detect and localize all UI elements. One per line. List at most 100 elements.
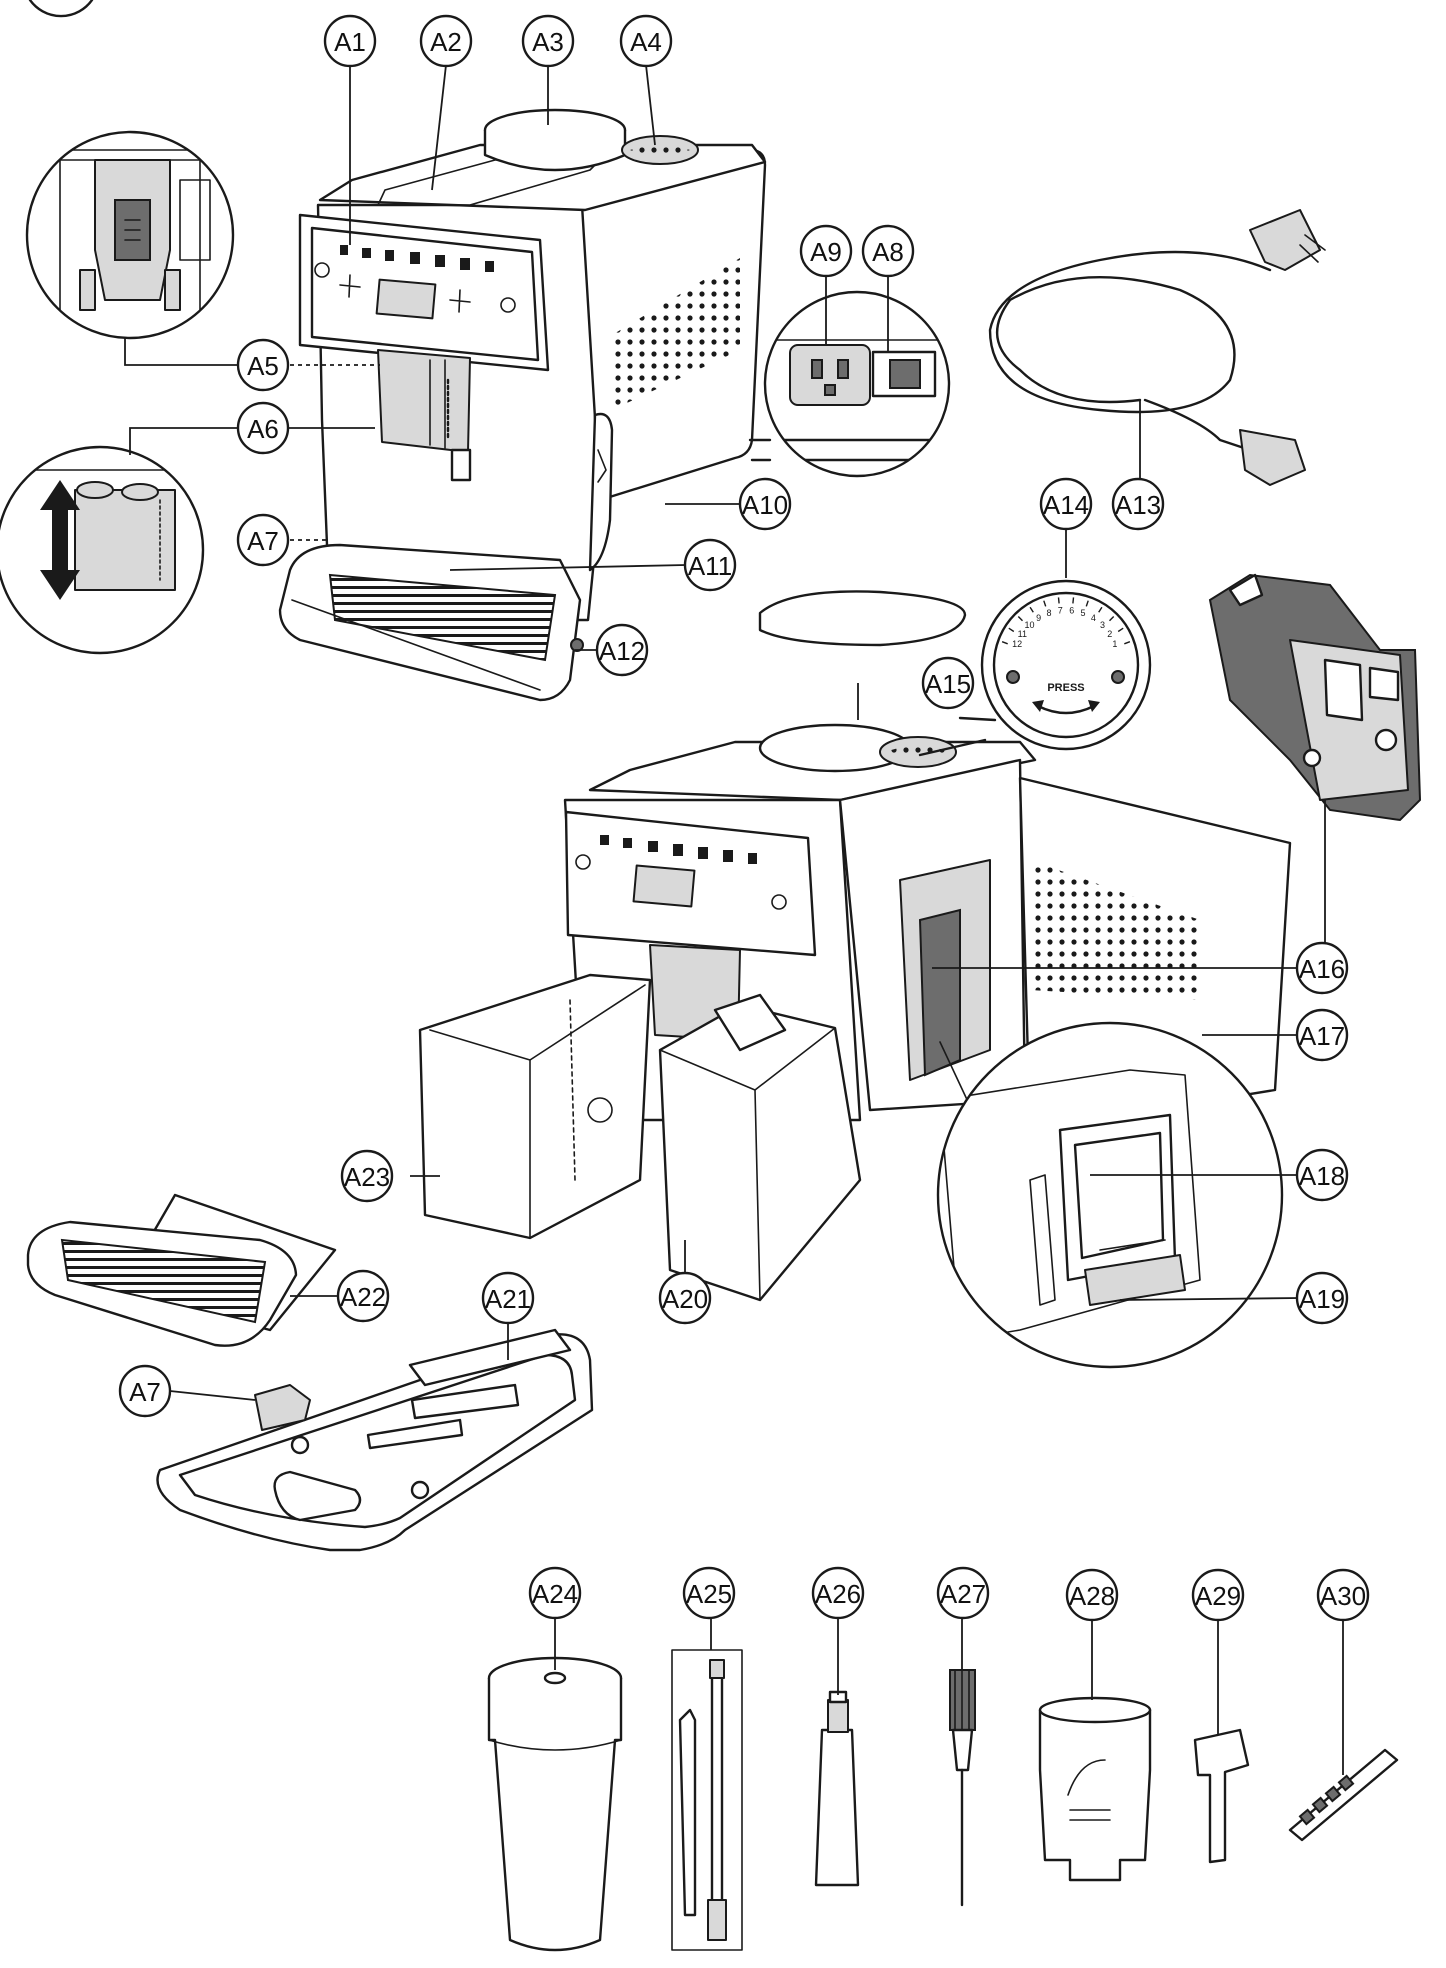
callout-circle [323,14,377,68]
callout-a4: A4 [619,14,673,68]
grinder-scale-tick [1085,600,1089,607]
power-socket-detail [748,265,951,478]
callout-label: A22 [340,1282,386,1312]
grinder-scale-tick [1124,641,1131,645]
callout-a7a: A7 [236,513,290,567]
grinder-scale-tick [1098,606,1103,613]
callout-circle [658,1271,712,1325]
grinder-scale-tick [1072,597,1075,604]
grinder-scale-tick [1029,606,1034,613]
brew-group [1208,573,1422,822]
callout-a21: A21 [481,1271,535,1325]
water-filter [1038,1618,1152,1882]
callout-circle [336,1269,390,1323]
callout-a14: A14 [1039,477,1093,531]
callout-label: A25 [686,1579,732,1609]
water-hardness-test-strip [1288,1618,1399,1842]
callout-circle [528,1566,582,1620]
grinder-scale-number: 5 [1080,608,1085,618]
grinder-scale-number: 9 [1036,613,1041,623]
callout-label: A16 [1299,954,1345,984]
callout-label: A29 [1195,1581,1241,1611]
callout-circle [936,1566,990,1620]
grinder-scale-number: 7 [1058,605,1063,615]
callout-a10: A10 [738,477,792,531]
callout-circle [1111,477,1165,531]
callout-a12: A12 [595,623,649,677]
callout-a29: A29 [1191,1568,1245,1622]
callout-circle [861,224,915,278]
callout-circle [683,538,737,592]
callout-label: A9 [810,237,842,267]
callout-a26: A26 [811,1566,865,1620]
callout-circle [419,14,473,68]
callout-circle [1316,1568,1370,1622]
callout-circle [921,656,975,710]
grinder-scale-number: 12 [1012,639,1022,649]
grinder-scale-number: 10 [1024,620,1034,630]
callout-label: A4 [630,27,662,57]
callout-a23: A23 [340,1149,394,1203]
callout-circle [340,1149,394,1203]
callout-label: A20 [662,1284,708,1314]
callout-circle [1295,941,1349,995]
callout-circle [1295,1148,1349,1202]
callout-label: A19 [1299,1284,1345,1314]
callout-a25: A25 [682,1566,736,1620]
cleaning-brush [949,1614,976,1907]
callout-circle [118,1364,172,1418]
callout-a5: A5 [236,338,290,392]
callout-a2: A2 [419,14,473,68]
callout-label: A7 [129,1377,161,1407]
callout-a24: A24 [528,1566,582,1620]
callout-label: A17 [1299,1021,1345,1051]
callout-circle [811,1566,865,1620]
brew-chamber-detail [936,1021,1301,1369]
power-cord [988,209,1326,486]
callout-label: A10 [742,490,788,520]
grease-tube [814,1614,860,1887]
callout-circle [236,513,290,567]
grinder-scale-number: 3 [1100,620,1105,630]
callout-label: A14 [1043,490,1089,520]
grinder-scale-number: 8 [1046,608,1051,618]
callout-circle [236,338,290,392]
callout-label: A27 [940,1579,986,1609]
callout-label: A1 [334,27,366,57]
callout-circle [619,14,673,68]
page-corner-mark [28,0,94,18]
callout-label: A15 [925,669,971,699]
grinder-scale-number: 2 [1107,629,1112,639]
grinder-scale-number: 1 [1112,639,1117,649]
callout-a13: A13 [1111,477,1165,531]
callout-circle [595,623,649,677]
spout-detail-callout [25,130,380,366]
callout-circle [1295,1008,1349,1062]
drip-tray-cover [26,1193,337,1347]
callout-circle [799,224,853,278]
callout-a7b: A7 [118,1364,172,1418]
coffee-spout-height-detail [0,427,263,655]
callout-label: A21 [485,1284,531,1314]
callout-a27: A27 [936,1566,990,1620]
drip-tray [156,1313,594,1552]
callout-label: A18 [1299,1161,1345,1191]
callout-a9: A9 [799,224,853,278]
callout-label: A2 [430,27,462,57]
grinder-scale-tick [1117,627,1124,633]
callout-label: A28 [1069,1581,1115,1611]
grinder-scale-tick [1008,627,1015,633]
callout-a6: A6 [236,401,290,455]
callout-a20: A20 [658,1271,712,1325]
grinder-scale-tick [1057,597,1060,604]
callout-circle [236,401,290,455]
callout-a15: A15 [921,656,975,710]
press-label: PRESS [1047,682,1084,694]
callout-a11: A11 [683,538,737,592]
grinder-scale-tick [1001,641,1008,645]
callout-a18: A18 [1295,1148,1349,1202]
